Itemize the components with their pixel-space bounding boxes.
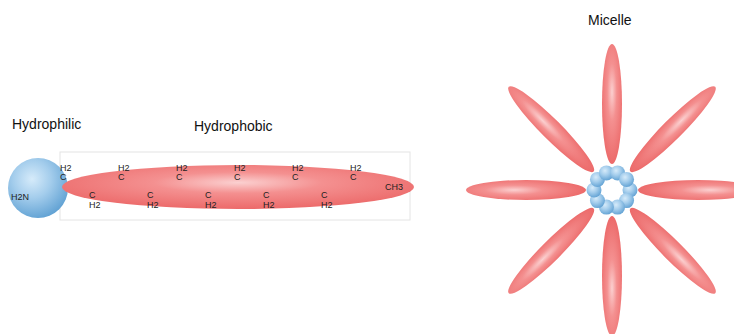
chemical-group: C <box>89 190 96 200</box>
chemical-group: H2 <box>176 163 188 173</box>
tail-petal <box>466 180 586 200</box>
petal-shape <box>638 180 734 200</box>
chemical-group: C <box>350 172 357 182</box>
region-heading: Hydrophilic <box>12 116 81 132</box>
chemical-group: C <box>234 172 241 182</box>
petal-shape <box>602 44 622 164</box>
petal-shape <box>602 216 622 334</box>
chemical-group: C <box>118 172 125 182</box>
hydrophilic-head: HydrophilicH2N <box>8 158 68 218</box>
head-ball <box>619 172 634 187</box>
region-heading: Hydrophobic <box>194 118 273 134</box>
chemical-group: C <box>263 190 270 200</box>
chemical-group: CH3 <box>385 182 403 192</box>
chemical-group: H2 <box>147 200 159 210</box>
chemical-group: H2 <box>118 163 130 173</box>
petal-shape <box>623 201 722 300</box>
tail-petal <box>602 216 622 334</box>
chemical-group: H2 <box>60 163 72 173</box>
petal-shape <box>623 80 722 179</box>
chemical-group: H2 <box>205 200 217 210</box>
head-circle <box>8 158 68 218</box>
node-outline <box>8 158 68 218</box>
tail-petal <box>502 80 601 179</box>
figure-title: Micelle <box>588 12 632 28</box>
chemical-group: H2 <box>263 200 275 210</box>
petal-shape <box>502 80 601 179</box>
chemical-group: C <box>60 172 67 182</box>
tail-petal <box>502 201 601 300</box>
chemical-group: H2 <box>234 163 246 173</box>
chemical-group: H2 <box>292 163 304 173</box>
chemical-group: C <box>292 172 299 182</box>
chemical-group: C <box>147 190 154 200</box>
chemical-group: C <box>176 172 183 182</box>
chemical-group: H2 <box>321 200 333 210</box>
chemical-group: C <box>321 190 328 200</box>
chemical-group: H2N <box>11 192 29 202</box>
micelle-figure <box>466 44 734 334</box>
chemical-group: H2 <box>350 163 362 173</box>
petal-shape <box>466 180 586 200</box>
petal-shape <box>502 201 601 300</box>
chemical-group: H2 <box>89 200 101 210</box>
tail-petal <box>638 180 734 200</box>
chemical-group: C <box>205 190 212 200</box>
tail-petal <box>623 80 722 179</box>
tail-petal <box>623 201 722 300</box>
tail-petal <box>602 44 622 164</box>
